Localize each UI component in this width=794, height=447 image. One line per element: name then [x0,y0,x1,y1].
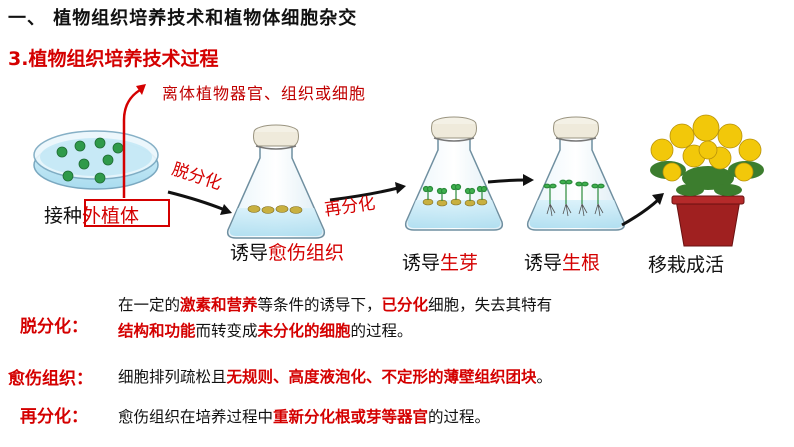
stage-callus-label: 诱导愈伤组织 [230,238,344,265]
explant-text: 外植体 [82,205,140,227]
def-dediff-text: 在一定的激素和营养等条件的诱导下，已分化细胞，失去其特有 结构和功能而转变成未分… [118,295,553,340]
source-arrow [122,84,146,198]
induce-text: 诱导 [230,242,269,264]
explant-source-label: 离体植物器官、组织或细胞 [162,84,367,103]
bud-text: 生芽 [440,252,479,274]
stage-transplant-label: 移栽成活 [648,254,725,276]
stage-root-label: 诱导生根 [524,248,600,275]
petri-dish [33,130,159,190]
stage-bud-label: 诱导生芽 [402,248,478,275]
stage-inoculate-label: 接种外植体 [44,201,139,228]
inoculate-text: 接种 [44,205,83,227]
explant-pieces [56,137,124,184]
page-title: 一、 植物组织培养技术和植物体细胞杂交 [8,8,358,29]
section-subtitle: 3.植物组织培养技术过程 [8,48,219,70]
potted-flower [650,114,764,247]
arrow-transplant [621,193,664,227]
root-text: 生根 [562,252,601,274]
def-dediff-label: 脱分化： [20,317,88,337]
def-rediff-text: 愈伤组织在培养过程中重新分化根或芽等器官的过程。 [118,407,491,426]
induce-text: 诱导 [524,252,563,274]
arrow-rediff [329,182,406,202]
explant-highlight-box [84,199,170,227]
callus-text: 愈伤组织 [268,242,345,264]
flask-callus [226,124,326,239]
def-callus-label: 愈伤组织： [8,369,93,389]
arrow-to-root [487,174,534,186]
flask-buds [404,116,504,231]
flask-roots [526,116,626,231]
def-callus-text: 细胞排列疏松且无规则、高度液泡化、不定形的薄壁组织团块。 [118,367,553,386]
arrow-dediff [167,190,232,215]
def-rediff-label: 再分化： [20,407,88,427]
induce-text: 诱导 [402,252,441,274]
